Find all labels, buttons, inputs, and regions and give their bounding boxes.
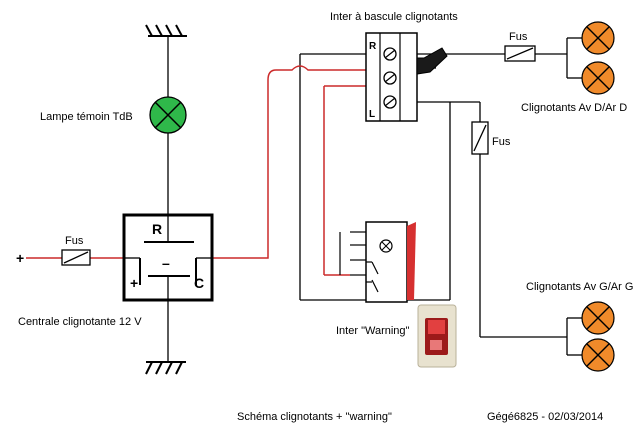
warning-switch xyxy=(339,221,416,303)
top-ground-symbol xyxy=(145,24,187,37)
flasher-unit xyxy=(122,213,214,302)
turn-signal-switch xyxy=(365,32,448,122)
switch-r-label: R xyxy=(369,41,377,52)
top-fuse-label: Fus xyxy=(509,31,528,43)
red-wires xyxy=(26,65,380,276)
terminal-r-label: R xyxy=(152,221,162,237)
terminal-minus-label: – xyxy=(162,255,170,271)
dashboard-lamp xyxy=(149,96,187,134)
diagram-caption: Schéma clignotants + "warning" xyxy=(237,411,392,423)
terminal-plus-label: + xyxy=(130,275,138,291)
left-lamps-label: Clignotants Av G/Ar G xyxy=(526,281,633,293)
left-fuse-label: Fus xyxy=(65,235,84,247)
input-plus-label: + xyxy=(16,250,24,266)
switch-l-label: L xyxy=(369,109,375,120)
lamp-front-left xyxy=(581,301,615,335)
lamp-label: Lampe témoin TdB xyxy=(40,111,133,123)
warning-switch-photo xyxy=(417,304,457,368)
top-fuse xyxy=(504,45,536,62)
switch-label: Inter à bascule clignotants xyxy=(330,11,458,23)
terminal-c-label: C xyxy=(194,275,204,291)
flasher-label: Centrale clignotante 12 V xyxy=(18,316,142,328)
right-lamps-label: Clignotants Av D/Ar D xyxy=(521,102,627,114)
middle-fuse-label: Fus xyxy=(492,136,511,148)
input-fuse xyxy=(61,249,91,266)
middle-fuse xyxy=(471,121,489,155)
bottom-ground-symbol xyxy=(145,361,186,375)
lamp-rear-left xyxy=(581,338,615,372)
warning-label: Inter "Warning" xyxy=(336,325,410,337)
lamp-rear-right xyxy=(581,61,615,95)
lamp-front-right xyxy=(581,21,615,55)
author-credit: Gégé6825 - 02/03/2014 xyxy=(487,411,603,423)
